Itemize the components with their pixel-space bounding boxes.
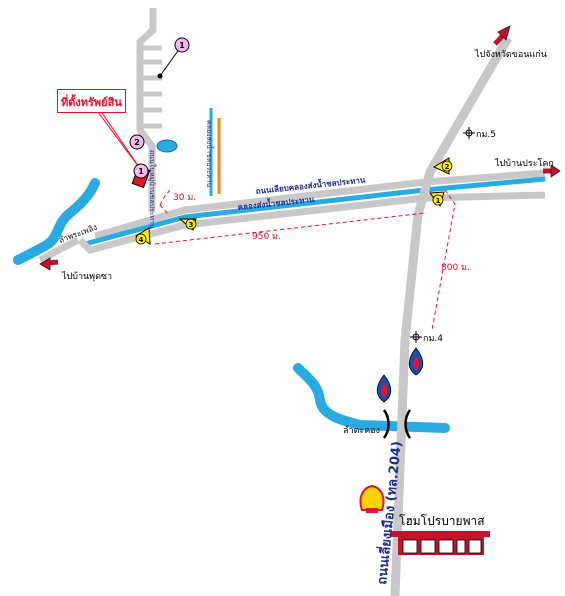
pink-marker-1-bottom: 1 <box>133 163 149 179</box>
soi-branches <box>140 45 162 129</box>
pond-icon <box>156 139 178 153</box>
label-soi-vertical: ถนนในหมู่บ้านชลประทาน <box>148 150 157 229</box>
pink-marker-1-bottom-label: 1 <box>138 167 144 176</box>
distance-lines <box>154 189 456 331</box>
label-950m: 950 ม. <box>252 232 281 242</box>
km5-marker-icon <box>463 127 475 139</box>
pink-marker-1-top: 1 <box>174 37 190 53</box>
pink-marker-1-top-label: 1 <box>179 41 185 50</box>
yellow-marker-4-label: 4 <box>139 236 144 244</box>
property-label-box: ที่ตั้งทรัพย์สิน <box>57 89 126 113</box>
shell-logo-icon <box>359 484 385 513</box>
label-prakhonchai: ไปบ้านประโคก <box>494 158 554 169</box>
pink-marker-2-label: 2 <box>134 138 140 147</box>
bridge-icon <box>382 409 412 439</box>
arrow-phutsa-icon <box>39 257 59 271</box>
pink-marker-2: 2 <box>129 134 145 150</box>
yellow-marker-2: 2 <box>432 157 453 175</box>
yellow-marker-4: 4 <box>135 227 151 245</box>
ring-road-204 <box>390 35 512 596</box>
label-km5: กม.5 <box>476 130 496 140</box>
label-canal-vertical: คลองส่งน้ำชลประทาน <box>205 120 216 188</box>
label-800m: 800 ม. <box>441 263 470 273</box>
property-leader-line <box>91 103 142 171</box>
label-phutsa: ไปบ้านพุดซา <box>61 271 112 282</box>
yellow-marker-3-label: 3 <box>189 221 194 229</box>
label-homepro: โฮมโปรบายพาส <box>399 514 485 528</box>
yellow-marker-1: 1 <box>429 191 445 208</box>
bypass-road-lower <box>77 191 546 254</box>
label-30m: 30 ม. <box>173 193 196 203</box>
label-khon-kaen: ไปจังหวัดขอนแก่น <box>474 49 547 60</box>
bypass-road-upper <box>94 169 546 240</box>
label-km4: กม.4 <box>423 334 443 344</box>
homepro-building-icon <box>390 531 490 555</box>
arrow-khon-kaen-icon <box>493 25 511 46</box>
yellow-marker-2-label: 2 <box>445 163 450 171</box>
label-lam-takhong: ลำตะคอง <box>343 425 380 436</box>
canal-main <box>84 176 546 247</box>
arrow-prakhonchai-icon <box>543 164 561 178</box>
yellow-marker-1-label: 1 <box>436 197 441 205</box>
ptt-station-icon-1 <box>408 347 424 376</box>
ptt-station-icon-2 <box>376 374 392 403</box>
yellow-marker-3: 3 <box>178 218 197 231</box>
village-soi-road <box>136 8 157 212</box>
km4-marker-icon <box>410 331 422 343</box>
left-stream <box>13 178 100 265</box>
road-to-phutsa <box>38 236 80 264</box>
property-label: ที่ตั้งทรัพย์สิน <box>61 96 122 109</box>
lam-takhong-stream <box>293 363 450 433</box>
